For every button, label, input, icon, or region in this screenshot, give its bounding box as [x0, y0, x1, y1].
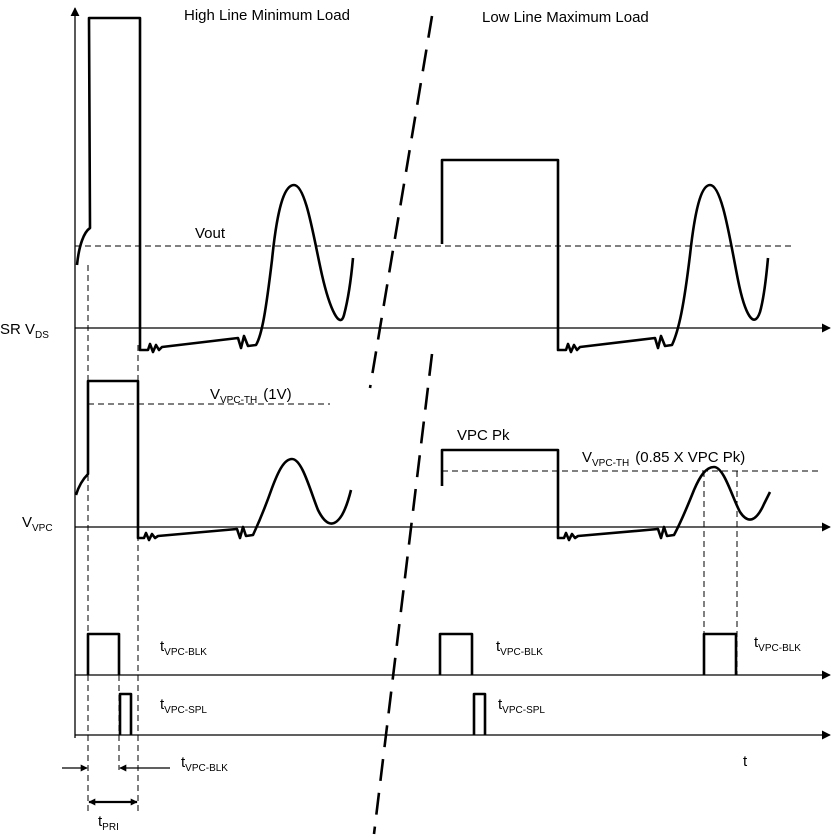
- vvpc-label: VVPC: [22, 514, 53, 534]
- time-axis-label: t: [743, 753, 748, 770]
- tvpc-blk-label-mid: tVPC-BLK: [496, 638, 543, 658]
- tvpc-spl-label-left: tVPC-SPL: [160, 696, 207, 716]
- tvpc-spl-pulse-left: [118, 692, 133, 735]
- tvpc-spl-pulse-right: [472, 692, 487, 735]
- tvpc-blk-pulse-mid: [438, 632, 474, 675]
- tvpc-blk-label-bottom: tVPC-BLK: [181, 754, 228, 774]
- vpc-th-left-label: VVPC-TH(1V): [210, 386, 292, 406]
- vvpc-waveform-right: [440, 448, 772, 542]
- tvpc-blk-pulse-left: [86, 632, 121, 675]
- tvpc-blk-label-left: tVPC-BLK: [160, 638, 207, 658]
- tvpc-blk-pulse-right: [702, 632, 738, 675]
- sr-vds-waveform-left: [75, 16, 355, 354]
- vout-label: Vout: [195, 225, 226, 242]
- break-line-lower: [372, 353, 434, 835]
- tvpc-blk-label-right: tVPC-BLK: [754, 634, 801, 654]
- title-low-line-maximum-load: Low Line Maximum Load: [482, 9, 649, 26]
- tvpc-spl-label-right: tVPC-SPL: [498, 696, 545, 716]
- vvpc-waveform-left: [74, 379, 353, 542]
- break-line-upper: [368, 15, 434, 389]
- vpc-pk-label: VPC Pk: [457, 427, 510, 444]
- tpri-label: tPRI: [98, 813, 119, 833]
- vpc-th-right-label: VVPC-TH(0.85 X VPC Pk): [582, 449, 745, 469]
- title-high-line-minimum-load: High Line Minimum Load: [184, 7, 350, 24]
- sr-vds-waveform-right: [440, 158, 770, 354]
- sr-vds-label: SR VDS: [0, 321, 49, 341]
